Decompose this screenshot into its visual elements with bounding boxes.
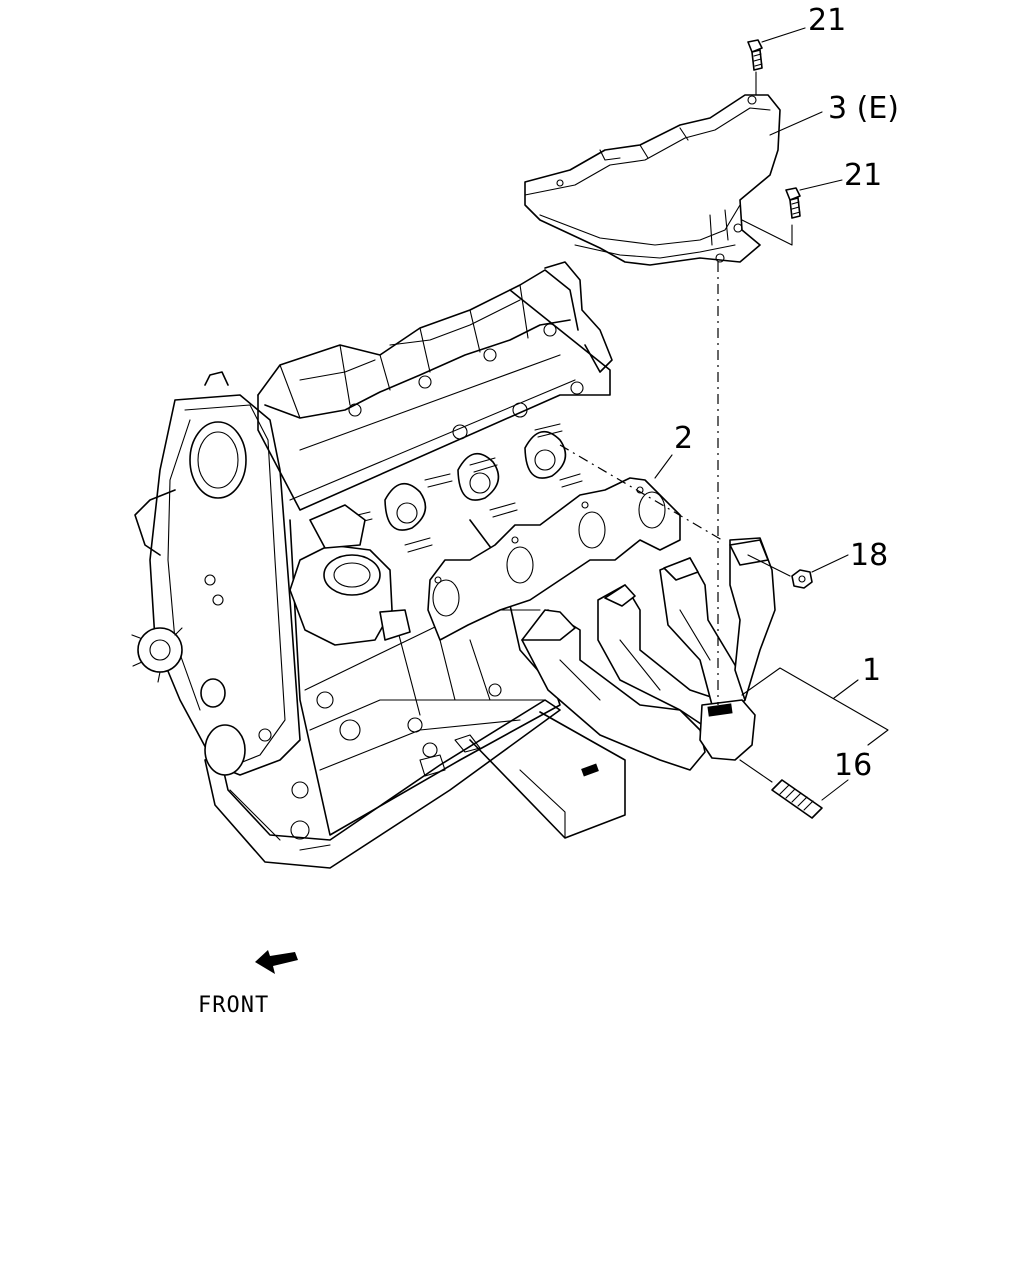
bolt-21-top-icon xyxy=(747,39,763,71)
callout-21-mid: 21 xyxy=(844,158,882,193)
leader-lines xyxy=(559,27,889,801)
exhaust-manifold-gasket xyxy=(427,477,681,641)
callout-21-top: 21 xyxy=(808,3,846,38)
heat-shield xyxy=(524,94,781,266)
stud-16-icon xyxy=(771,779,823,819)
callout-18: 18 xyxy=(850,538,888,573)
nut-18-icon xyxy=(791,569,813,589)
engine-assembly xyxy=(131,261,626,869)
callout-2: 2 xyxy=(674,421,693,456)
callout-3e: 3 (E) xyxy=(828,91,899,126)
bolt-21-mid-icon xyxy=(785,187,801,219)
exhaust-manifold xyxy=(521,537,776,771)
callout-1: 1 xyxy=(862,653,881,688)
front-label: FRONT xyxy=(198,993,269,1018)
callout-16: 16 xyxy=(834,748,872,783)
front-arrow-icon xyxy=(255,950,298,974)
